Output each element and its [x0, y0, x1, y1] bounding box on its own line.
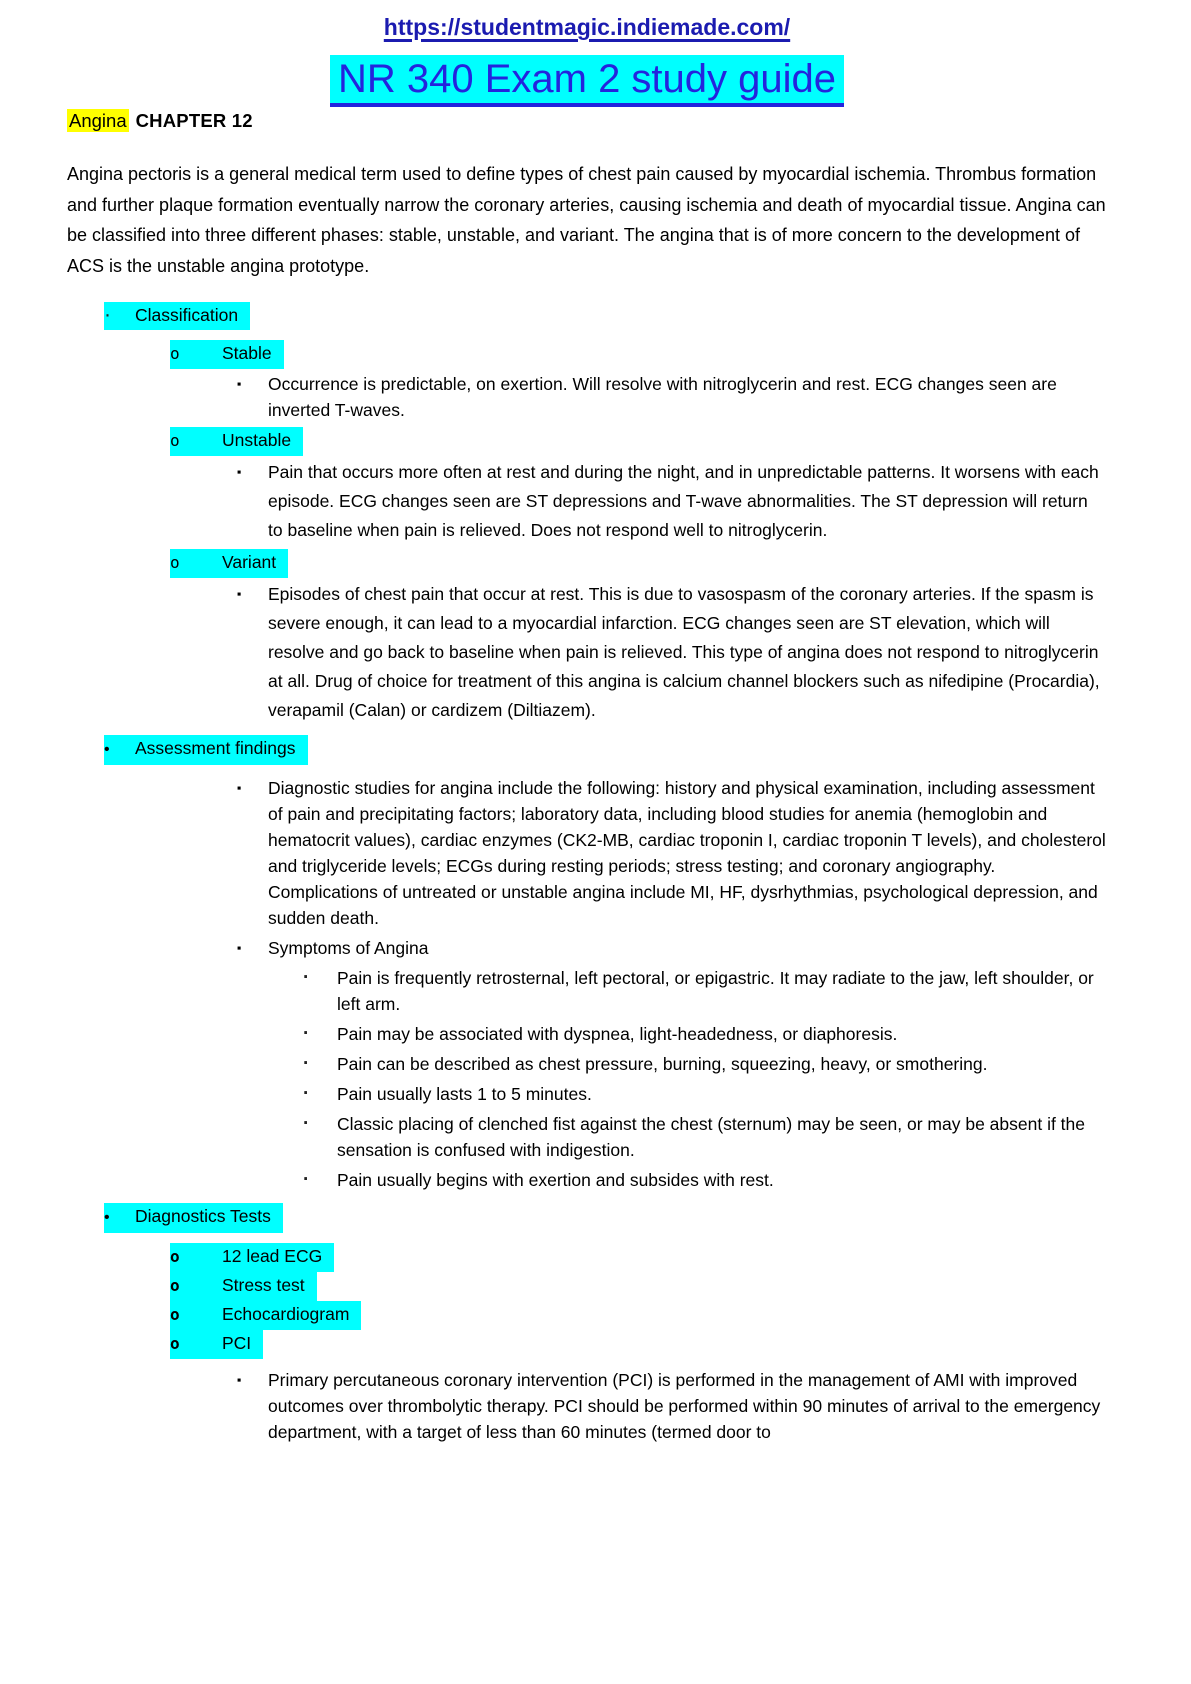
- outline-text-item: ▪ Diagnostic studies for angina include …: [67, 775, 1107, 931]
- outline-text-item: · Pain usually lasts 1 to 5 minutes.: [67, 1081, 1107, 1107]
- bullet-icon: o: [170, 1276, 180, 1295]
- chapter-heading: Angina CHAPTER 12: [67, 109, 1107, 133]
- outline-item-diagnostics-tests: •Diagnostics Tests: [67, 1203, 1107, 1233]
- bullet-icon: o: [170, 1305, 180, 1324]
- bullet-icon: ·: [303, 1023, 310, 1044]
- outline-text-item: ▪ Primary percutaneous coronary interven…: [67, 1367, 1107, 1445]
- outline-text-item: · Pain may be associated with dyspnea, l…: [67, 1021, 1107, 1047]
- outline-text-item: ▪ Occurrence is predictable, on exertion…: [67, 371, 1107, 423]
- bullet-icon: ▪: [237, 1373, 242, 1387]
- bullet-icon: ·: [303, 1169, 310, 1190]
- site-url-link[interactable]: https://studentmagic.indiemade.com/: [383, 14, 791, 40]
- document-title[interactable]: NR 340 Exam 2 study guide: [329, 55, 845, 107]
- outline-text-item: · Pain usually begins with exertion and …: [67, 1167, 1107, 1193]
- outline-text-item: · Classic placing of clenched fist again…: [67, 1111, 1107, 1163]
- bullet-icon: o: [170, 344, 180, 363]
- outline-text-item: ▪ Episodes of chest pain that occur at r…: [67, 580, 1107, 725]
- title-line: NR 340 Exam 2 study guide: [67, 55, 1107, 107]
- outline-item-assessment-findings: •Assessment findings: [67, 735, 1107, 765]
- outline-text-item: · Pain can be described as chest pressur…: [67, 1051, 1107, 1077]
- angina-highlighted-term: Angina: [67, 109, 129, 132]
- bullet-icon: ▪: [237, 465, 242, 479]
- outline-item-classification: ·Classification: [67, 302, 1107, 330]
- bullet-icon: o: [170, 431, 180, 450]
- outline-item-symptoms-of-angina: ▪ Symptoms of Angina: [67, 935, 1107, 961]
- bullet-icon: o: [170, 1247, 180, 1266]
- bullet-icon: ·: [104, 303, 111, 326]
- bullet-icon: ▪: [237, 781, 242, 795]
- outline-text-item: · Pain is frequently retrosternal, left …: [67, 965, 1107, 1017]
- bullet-icon: •: [104, 741, 110, 758]
- bullet-icon: o: [170, 1334, 180, 1353]
- bullet-icon: ·: [303, 1053, 310, 1074]
- intro-paragraph: Angina pectoris is a general medical ter…: [67, 164, 1106, 276]
- chapter-label: CHAPTER 12: [135, 110, 253, 131]
- bullet-icon: ·: [303, 1113, 310, 1134]
- header-url-line: https://studentmagic.indiemade.com/: [67, 14, 1107, 41]
- bullet-icon: ▪: [237, 587, 242, 601]
- bullet-icon: ·: [303, 1083, 310, 1104]
- bullet-icon: •: [104, 1209, 110, 1226]
- bullet-icon: ▪: [237, 941, 242, 955]
- outline-text-item: ▪ Pain that occurs more often at rest an…: [67, 458, 1107, 545]
- bullet-icon: o: [170, 553, 180, 572]
- bullet-icon: ▪: [237, 377, 242, 391]
- bullet-icon: ·: [303, 967, 310, 988]
